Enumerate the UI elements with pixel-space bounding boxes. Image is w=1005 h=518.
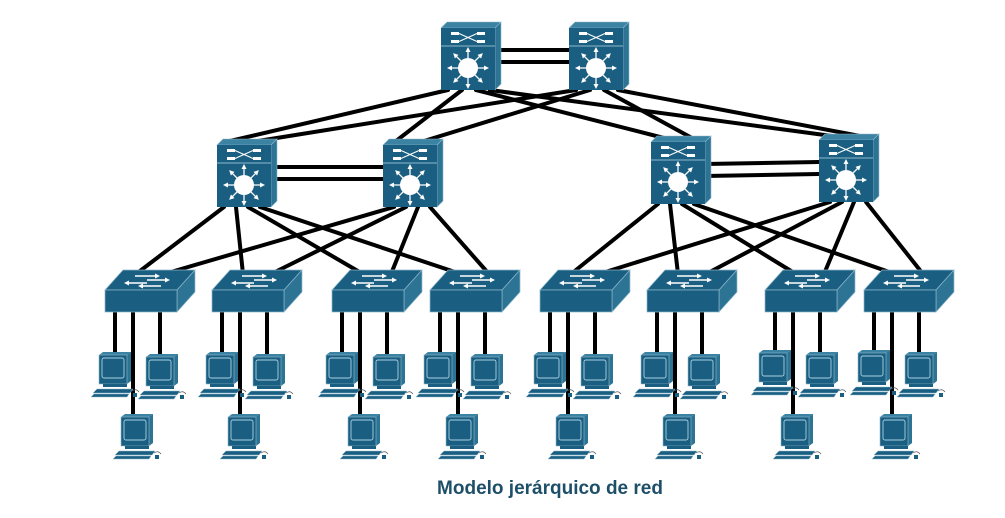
pc-s1-3[interactable] bbox=[112, 414, 162, 460]
diagram-caption: Modelo jerárquico de red bbox=[437, 478, 663, 499]
pc-s5-1[interactable] bbox=[525, 352, 575, 398]
link-d1-s4 bbox=[258, 205, 463, 276]
multilayer-switch-d3[interactable] bbox=[650, 135, 712, 205]
link-c1-d1 bbox=[228, 88, 450, 143]
pc-s2-3[interactable] bbox=[219, 414, 269, 460]
multilayer-switch-c1[interactable] bbox=[440, 21, 502, 91]
pc-s4-2[interactable] bbox=[462, 354, 512, 400]
link-d3-s8 bbox=[692, 202, 897, 276]
multilayer-switch-d1[interactable] bbox=[216, 138, 278, 208]
routing-star-icon bbox=[389, 164, 431, 206]
routing-star-icon bbox=[223, 164, 265, 206]
pc-s3-1[interactable] bbox=[317, 352, 367, 398]
switch-arrows-icon bbox=[124, 273, 170, 289]
routing-star-icon bbox=[825, 159, 867, 201]
link-d2-s2 bbox=[269, 205, 408, 276]
link-c2-d4 bbox=[616, 88, 862, 138]
switching-arrows-icon bbox=[227, 149, 261, 160]
switching-arrows-icon bbox=[393, 149, 427, 160]
link-c1-d3 bbox=[474, 88, 666, 140]
access-switch-s4[interactable] bbox=[429, 269, 521, 313]
pc-s4-3[interactable] bbox=[437, 414, 487, 460]
link-c2-d2 bbox=[422, 88, 592, 143]
pc-s4-1[interactable] bbox=[415, 352, 465, 398]
link-d1-s1 bbox=[134, 205, 226, 276]
access-switch-s8[interactable] bbox=[863, 269, 955, 313]
pc-s7-2[interactable] bbox=[797, 352, 847, 398]
multilayer-switch-c2[interactable] bbox=[568, 21, 630, 91]
switch-arrows-icon bbox=[883, 273, 929, 289]
link-d4-s7 bbox=[822, 200, 856, 276]
link-d2-s1 bbox=[162, 205, 396, 276]
link-d3-s7 bbox=[680, 202, 798, 276]
pc-s8-3[interactable] bbox=[871, 414, 921, 460]
pc-s6-3[interactable] bbox=[654, 414, 704, 460]
access-switch-s1[interactable] bbox=[104, 269, 196, 313]
link-c1-d4 bbox=[488, 88, 834, 138]
pc-s2-2[interactable] bbox=[244, 354, 294, 400]
pc-s2-1[interactable] bbox=[197, 352, 247, 398]
devices-layer bbox=[90, 21, 955, 460]
pc-s1-2[interactable] bbox=[137, 354, 187, 400]
pc-s3-3[interactable] bbox=[339, 414, 389, 460]
link-d1-s2 bbox=[234, 205, 245, 276]
access-switch-s3[interactable] bbox=[331, 269, 423, 313]
switching-arrows-icon bbox=[829, 144, 863, 155]
link-d3-d4 bbox=[703, 160, 821, 166]
access-switch-s6[interactable] bbox=[646, 269, 738, 313]
pc-s7-1[interactable] bbox=[750, 350, 800, 396]
pc-s1-1[interactable] bbox=[90, 352, 140, 398]
link-d2-s3 bbox=[389, 205, 420, 276]
link-c2-d3 bbox=[602, 88, 694, 140]
link-d1-s3 bbox=[246, 205, 365, 276]
multilayer-switch-d2[interactable] bbox=[382, 138, 444, 208]
link-d2-s4 bbox=[428, 205, 491, 276]
pc-s5-2[interactable] bbox=[572, 354, 622, 400]
link-d4-s8 bbox=[864, 200, 925, 276]
switching-arrows-icon bbox=[579, 32, 613, 43]
access-switch-s2[interactable] bbox=[211, 269, 303, 313]
switch-arrows-icon bbox=[351, 273, 397, 289]
routing-star-icon bbox=[447, 47, 489, 89]
pc-s8-1[interactable] bbox=[849, 350, 899, 396]
routing-star-icon bbox=[575, 47, 617, 89]
switch-arrows-icon bbox=[784, 273, 830, 289]
link-d3-s5 bbox=[569, 202, 660, 276]
access-switch-s7[interactable] bbox=[764, 269, 856, 313]
link-d4-s5 bbox=[597, 200, 832, 276]
routing-star-icon bbox=[657, 161, 699, 203]
pc-s5-3[interactable] bbox=[547, 414, 597, 460]
multilayer-switch-d4[interactable] bbox=[818, 133, 880, 203]
link-d3-d4 bbox=[703, 172, 821, 178]
switching-arrows-icon bbox=[661, 146, 695, 157]
switching-arrows-icon bbox=[451, 32, 485, 43]
link-d4-s6 bbox=[704, 200, 844, 276]
pc-s3-2[interactable] bbox=[364, 354, 414, 400]
switch-arrows-icon bbox=[559, 273, 605, 289]
link-c2-d1 bbox=[256, 88, 578, 143]
switch-arrows-icon bbox=[231, 273, 277, 289]
pc-s7-3[interactable] bbox=[772, 414, 822, 460]
pc-s6-1[interactable] bbox=[632, 352, 682, 398]
pc-s6-2[interactable] bbox=[679, 354, 729, 400]
switch-arrows-icon bbox=[666, 273, 712, 289]
access-switch-s5[interactable] bbox=[539, 269, 631, 313]
link-d3-s6 bbox=[668, 202, 680, 276]
switch-arrows-icon bbox=[449, 273, 495, 289]
pc-s8-2[interactable] bbox=[896, 352, 946, 398]
links-layer bbox=[113, 48, 925, 418]
